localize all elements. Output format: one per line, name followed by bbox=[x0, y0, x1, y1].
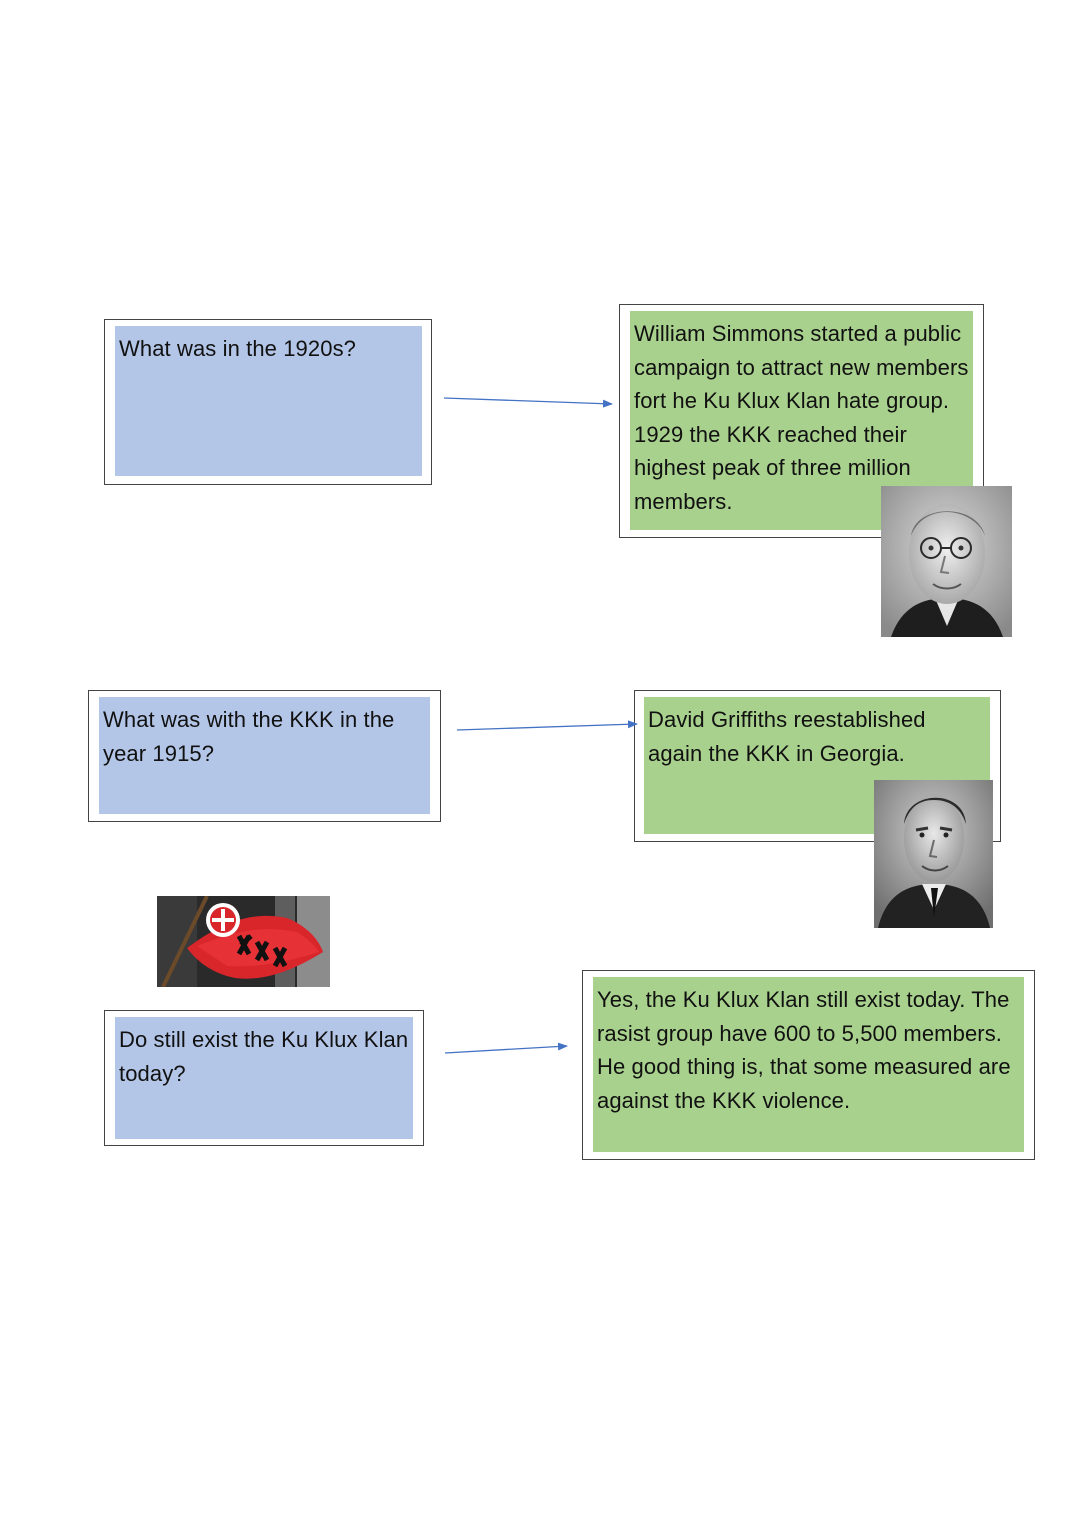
flag-photo-kkk bbox=[157, 896, 330, 987]
arrow-row-3 bbox=[444, 1042, 568, 1054]
portrait-photo-griffiths bbox=[874, 780, 993, 928]
arrow-row-2 bbox=[456, 720, 638, 731]
question-text-1920s: What was in the 1920s? bbox=[115, 326, 422, 476]
question-text-1915: What was with the KKK in the year 1915? bbox=[99, 697, 430, 814]
arrow-row-1 bbox=[443, 397, 613, 408]
portrait-photo-simmons bbox=[881, 486, 1012, 637]
question-text-today: Do still exist the Ku Klux Klan today? bbox=[115, 1017, 413, 1139]
answer-text-today: Yes, the Ku Klux Klan still exist today.… bbox=[593, 977, 1024, 1152]
